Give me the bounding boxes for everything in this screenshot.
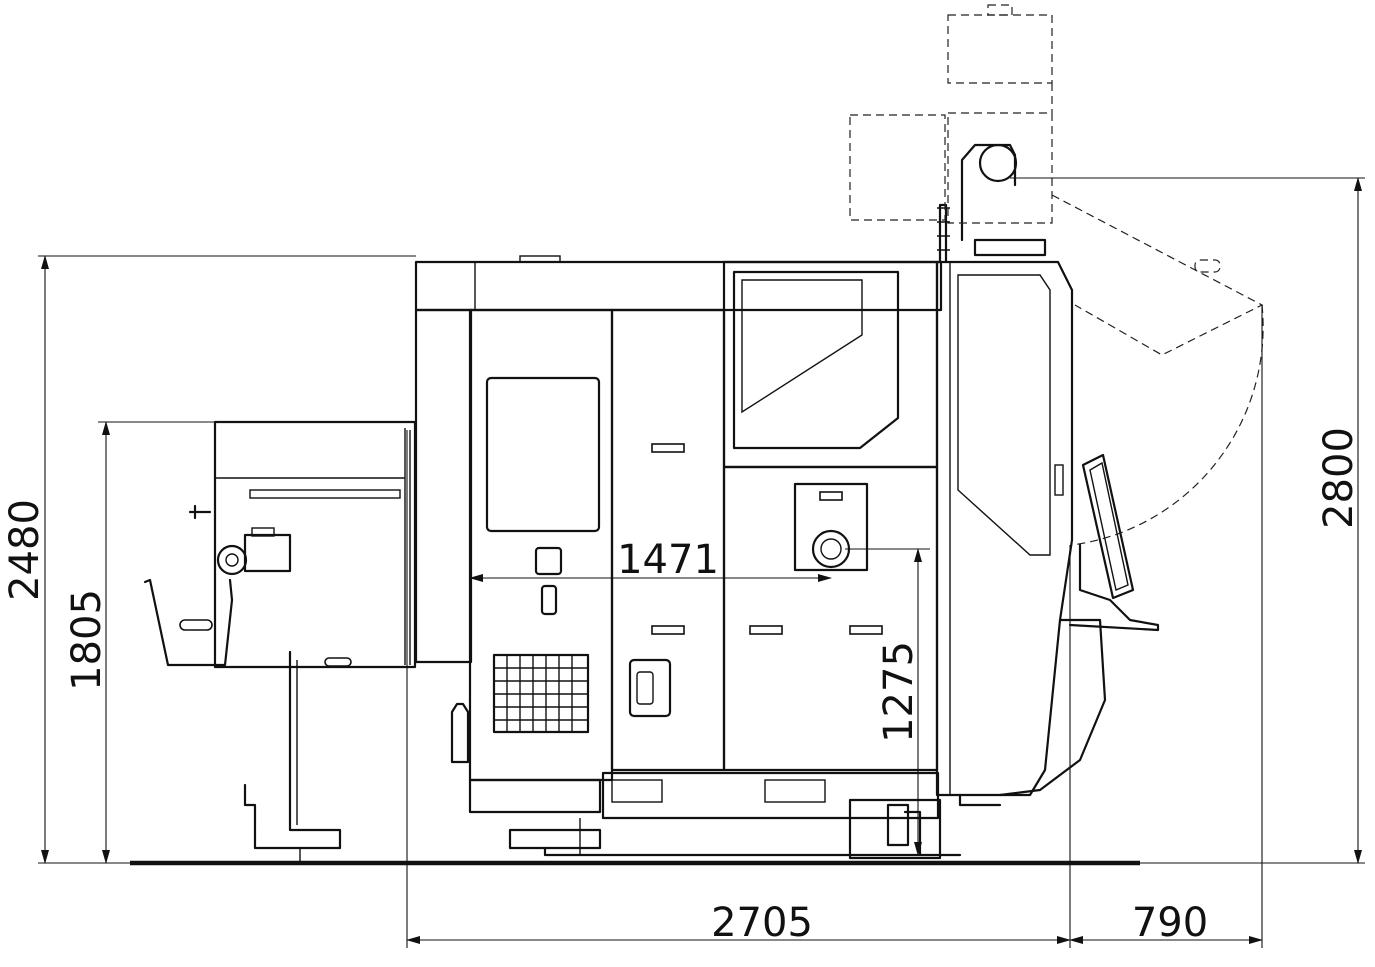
dim-bar-feeder-height: 1805 — [64, 589, 110, 691]
dimension-lines — [38, 177, 1365, 948]
dim-overall-height: 2480 — [2, 499, 48, 601]
control-keypad — [492, 653, 590, 734]
dim-door-clearance: 790 — [1132, 900, 1208, 946]
dim-spindle-height: 1275 — [876, 641, 922, 743]
dim-spindle-depth: 1471 — [617, 537, 719, 583]
dim-max-height-open: 2800 — [1316, 427, 1362, 529]
right-cabinet — [935, 260, 1160, 807]
bar-feeder-unit — [143, 420, 417, 863]
top-units — [849, 4, 1264, 546]
dim-overall-length: 2705 — [711, 900, 813, 946]
